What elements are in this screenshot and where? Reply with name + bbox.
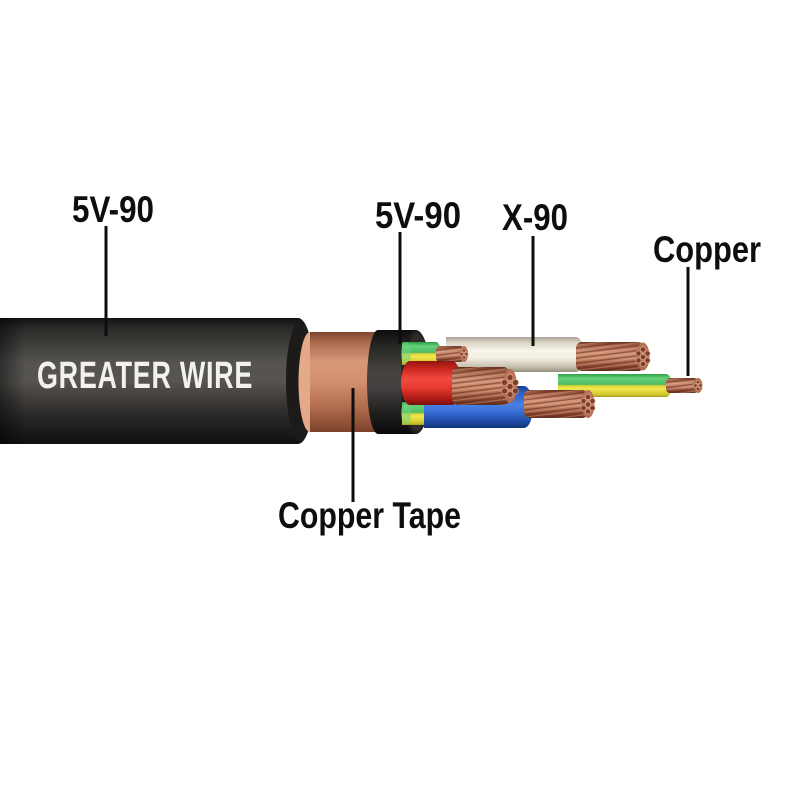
label-copper-tape: Copper Tape [278, 495, 461, 536]
leader-lines [104, 226, 690, 502]
label-outer-sheath: 5V-90 [72, 189, 154, 230]
copper-cap-earth-long [693, 378, 703, 393]
labels: 5V-90 5V-90 X-90 Copper Copper Tape [72, 189, 761, 536]
label-conductor: Copper [653, 229, 761, 270]
label-insulation: X-90 [502, 197, 568, 238]
copper-strands-white [576, 342, 651, 371]
outer-sheath-left-shade [0, 318, 26, 444]
copper-cap-earth-top [460, 346, 468, 362]
copper-strands-earth-long [666, 378, 703, 393]
earth-core-top-face [401, 342, 411, 365]
earth-core-top [401, 342, 469, 365]
core-red [401, 361, 519, 405]
copper-strands-blue [524, 390, 596, 418]
earth-core-bottom-face [401, 402, 411, 425]
core-white [446, 337, 651, 372]
copper-strands-earth-top [436, 346, 469, 362]
outer-sheath-body [0, 318, 298, 444]
brand-text: GREATER WIRE [37, 355, 253, 397]
earth-core-top-body [402, 342, 436, 365]
copper-strands-red [452, 367, 519, 405]
label-inner-sheath: 5V-90 [375, 195, 461, 236]
outer-sheath: GREATER WIRE [0, 318, 315, 444]
